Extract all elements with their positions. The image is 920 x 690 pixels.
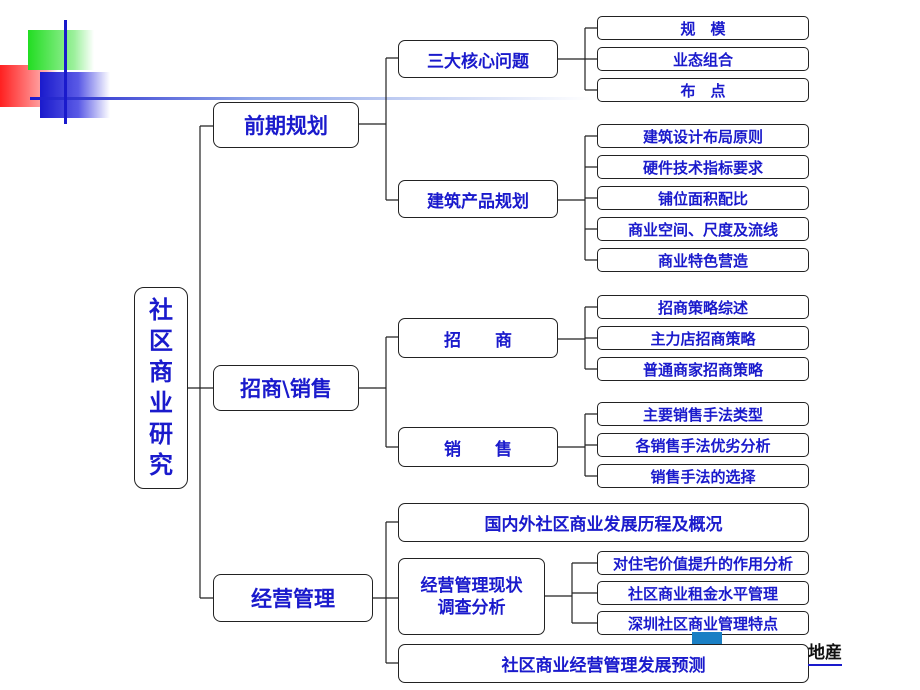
node-leasing: 招 商 [398, 318, 558, 358]
leaf-selling-1: 主要销售手法类型 [597, 402, 809, 426]
connector-core-issues [558, 27, 598, 91]
leaf-building-2: 硬件技术指标要求 [597, 155, 809, 179]
connector-building-product [558, 135, 598, 261]
decor-green-square [28, 30, 94, 70]
footer-brand-text: 地産 [808, 642, 842, 666]
decor-blue-hline [30, 97, 590, 100]
leaf-selling-3: 销售手法的选择 [597, 464, 809, 488]
leaf-leasing-2: 主力店招商策略 [597, 326, 809, 350]
root-topic-box: 社 区 商 业 研 究 [134, 287, 188, 489]
leaf-status-3: 深圳社区商业管理特点 [597, 611, 809, 635]
leaf-status-2: 社区商业租金水平管理 [597, 581, 809, 605]
footer-logo-square [692, 632, 722, 644]
node-status-survey: 经营管理现状 调查分析 [398, 558, 545, 635]
decor-blue-square [40, 72, 110, 118]
node-core-issues: 三大核心问题 [398, 40, 558, 78]
leaf-building-1: 建筑设计布局原则 [597, 124, 809, 148]
connector-root-level1 [187, 125, 214, 599]
connector-status-survey [545, 562, 598, 624]
node-building-product: 建筑产品规划 [398, 180, 558, 218]
leaf-core-issues-1: 规 模 [597, 16, 809, 40]
node-planning: 前期规划 [213, 102, 359, 148]
node-selling: 销 售 [398, 427, 558, 467]
leaf-building-3: 铺位面积配比 [597, 186, 809, 210]
leaf-building-4: 商业空间、尺度及流线 [597, 217, 809, 241]
connector-planning [359, 57, 399, 201]
connector-leasing [558, 306, 598, 370]
leaf-leasing-3: 普通商家招商策略 [597, 357, 809, 381]
node-forecast: 社区商业经营管理发展预测 [398, 644, 809, 683]
leaf-core-issues-2: 业态组合 [597, 47, 809, 71]
leaf-core-issues-3: 布 点 [597, 78, 809, 102]
decor-blue-vline [64, 20, 67, 124]
leaf-leasing-1: 招商策略综述 [597, 295, 809, 319]
node-domestic-history: 国内外社区商业发展历程及概况 [398, 503, 809, 542]
connector-sales [359, 336, 399, 448]
node-operation: 经营管理 [213, 574, 373, 622]
connector-selling [558, 413, 598, 477]
leaf-status-1: 对住宅价值提升的作用分析 [597, 551, 809, 575]
connector-operation [373, 521, 399, 664]
node-sales: 招商\销售 [213, 365, 359, 411]
leaf-selling-2: 各销售手法优劣分析 [597, 433, 809, 457]
leaf-building-5: 商业特色营造 [597, 248, 809, 272]
